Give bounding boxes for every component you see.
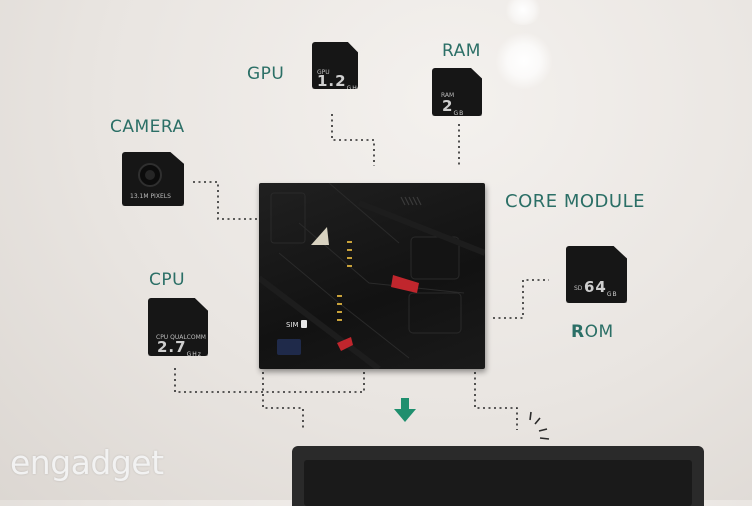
rom-chip-number: 64 xyxy=(584,278,607,296)
core-module-board: SIM xyxy=(259,183,485,369)
ram-label: RAM xyxy=(442,41,481,61)
gpu-chip-number: 1.2 xyxy=(317,72,347,90)
ram-chip-value: 2GB xyxy=(442,99,464,117)
rom-label-rest: OM xyxy=(584,322,614,342)
rom-label: ROM xyxy=(571,322,614,342)
cpu-chip: CPU QUALCOMM 2.7GHz xyxy=(148,298,208,356)
cpu-connector-left xyxy=(174,368,263,393)
rom-chip-value: 64GB xyxy=(584,280,618,298)
core-connector-bottom xyxy=(263,372,365,393)
core-module-light-patch xyxy=(311,227,329,245)
light-glare xyxy=(495,32,553,90)
gpu-label: GPU xyxy=(247,64,285,84)
phone-frame-inner xyxy=(304,460,692,506)
cpu-chip-number: 2.7 xyxy=(157,338,187,356)
ram-chip-number: 2 xyxy=(442,97,454,115)
camera-label: CAMERA xyxy=(110,117,185,137)
rom-label-r: R xyxy=(571,322,585,342)
rom-chip-caption: SD xyxy=(574,285,583,292)
gpu-connector xyxy=(331,114,375,166)
ram-chip-caption: RAM xyxy=(441,92,455,99)
phone-frame xyxy=(292,446,704,506)
cpu-chip-caption: CPU QUALCOMM xyxy=(156,334,206,341)
cpu-chip-value: 2.7GHz xyxy=(157,338,202,358)
signal-waves-icon xyxy=(529,411,550,440)
core-module-label: CORE MODULE xyxy=(505,191,645,212)
cpu-chip-unit: GHz xyxy=(186,351,202,358)
arrow-down-icon xyxy=(394,398,416,422)
camera-connector xyxy=(193,181,257,220)
sim-label: SIM xyxy=(286,321,299,329)
sim-slot-icon xyxy=(301,320,307,328)
gpu-chip: GPU 1.2GHz xyxy=(312,42,358,89)
ram-chip: RAM 2GB xyxy=(432,68,482,116)
light-glare-top xyxy=(503,0,543,25)
gpu-chip-value: 1.2GHz xyxy=(317,72,362,92)
rom-connector xyxy=(493,279,549,319)
camera-chip-caption: 13.1M PIXELS xyxy=(130,193,171,200)
core-module-graphics xyxy=(259,183,485,369)
engadget-watermark: engadget xyxy=(10,443,164,482)
rom-chip-unit: GB xyxy=(606,291,618,298)
camera-lens-icon xyxy=(138,163,162,187)
cpu-connector-down xyxy=(262,372,304,430)
camera-chip: 13.1M PIXELS xyxy=(122,152,184,206)
ram-chip-unit: GB xyxy=(453,110,465,117)
rom-chip: SD 64GB xyxy=(566,246,627,303)
cpu-label: CPU xyxy=(149,270,186,290)
gpu-chip-unit: GHz xyxy=(346,85,362,92)
gpu-chip-caption: GPU xyxy=(317,69,330,76)
core-connector-right xyxy=(474,372,518,430)
